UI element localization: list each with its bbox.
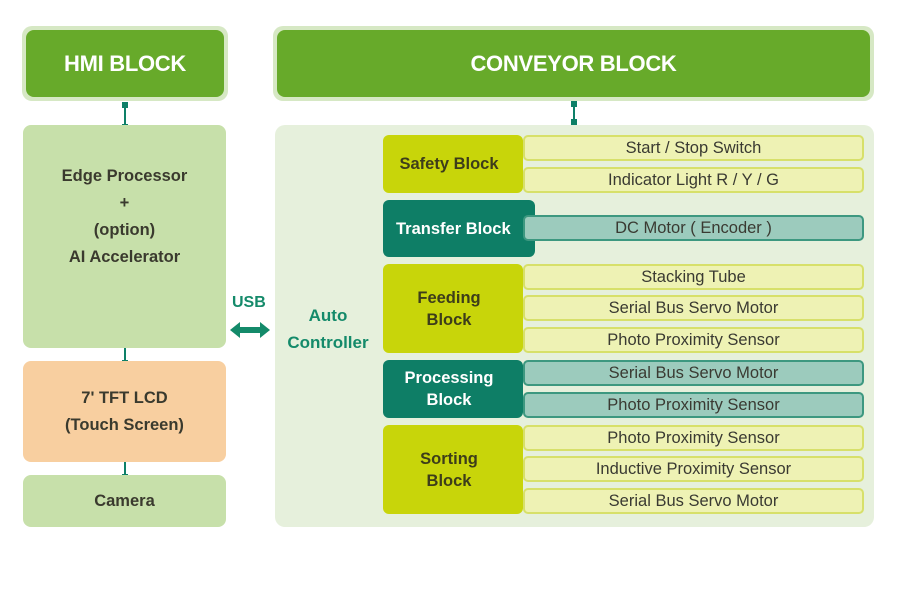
- processing-block-label-1: Processing: [404, 369, 494, 387]
- auto-controller-label: Auto Controller: [280, 302, 376, 356]
- hmi-block-title: HMI BLOCK: [26, 30, 224, 97]
- safety-block: Safety Block: [383, 135, 523, 193]
- edge-processor-box: Edge Processor + (option) AI Accelerator: [23, 125, 226, 348]
- connector-conveyor-controller: [571, 101, 577, 125]
- hmi-block-header: HMI BLOCK: [22, 26, 228, 101]
- edge-processor-plus: +: [119, 193, 130, 212]
- tft-lcd-box: 7' TFT LCD (Touch Screen): [23, 361, 226, 462]
- touch-screen-line: (Touch Screen): [65, 415, 184, 434]
- usb-label: USB: [232, 294, 266, 311]
- auto-controller-line-2: Controller: [287, 333, 369, 352]
- feeding-block-label-1: Feeding: [417, 288, 481, 307]
- sorting-item: Inductive Proximity Sensor: [523, 456, 864, 482]
- sorting-block-label-1: Sorting: [420, 449, 478, 468]
- feeding-item: Stacking Tube: [523, 264, 864, 290]
- safety-block-label: Safety Block: [399, 155, 499, 173]
- sorting-block-label-2: Block: [426, 471, 472, 490]
- processing-item: Photo Proximity Sensor: [523, 392, 864, 418]
- processing-block-label-2: Block: [426, 391, 472, 409]
- feeding-item: Photo Proximity Sensor: [523, 327, 864, 353]
- feeding-block: Feeding Block: [383, 264, 523, 353]
- transfer-block: Transfer Block: [383, 200, 535, 257]
- conveyor-block-title: CONVEYOR BLOCK: [277, 30, 870, 97]
- edge-processor-line: Edge Processor: [61, 166, 188, 185]
- transfer-item: DC Motor ( Encoder ): [523, 215, 864, 241]
- conveyor-block-header: CONVEYOR BLOCK: [273, 26, 874, 101]
- sorting-block: Sorting Block: [383, 425, 523, 514]
- camera-label: Camera: [94, 491, 155, 510]
- edge-processor-option: (option): [93, 220, 156, 239]
- sorting-item: Serial Bus Servo Motor: [523, 488, 864, 514]
- processing-block: Processing Block: [383, 360, 523, 418]
- auto-controller-line-1: Auto: [308, 306, 348, 325]
- transfer-block-label: Transfer Block: [396, 219, 511, 238]
- tft-lcd-line: 7' TFT LCD: [81, 388, 168, 407]
- feeding-item: Serial Bus Servo Motor: [523, 295, 864, 321]
- processing-item: Serial Bus Servo Motor: [523, 360, 864, 386]
- feeding-block-label-2: Block: [426, 310, 472, 329]
- safety-item: Indicator Light R / Y / G: [523, 167, 864, 193]
- ai-accelerator-line: AI Accelerator: [68, 247, 181, 266]
- sorting-item: Photo Proximity Sensor: [523, 425, 864, 451]
- camera-box: Camera: [23, 475, 226, 527]
- safety-item: Start / Stop Switch: [523, 135, 864, 161]
- bidirectional-arrow-icon: [230, 322, 270, 338]
